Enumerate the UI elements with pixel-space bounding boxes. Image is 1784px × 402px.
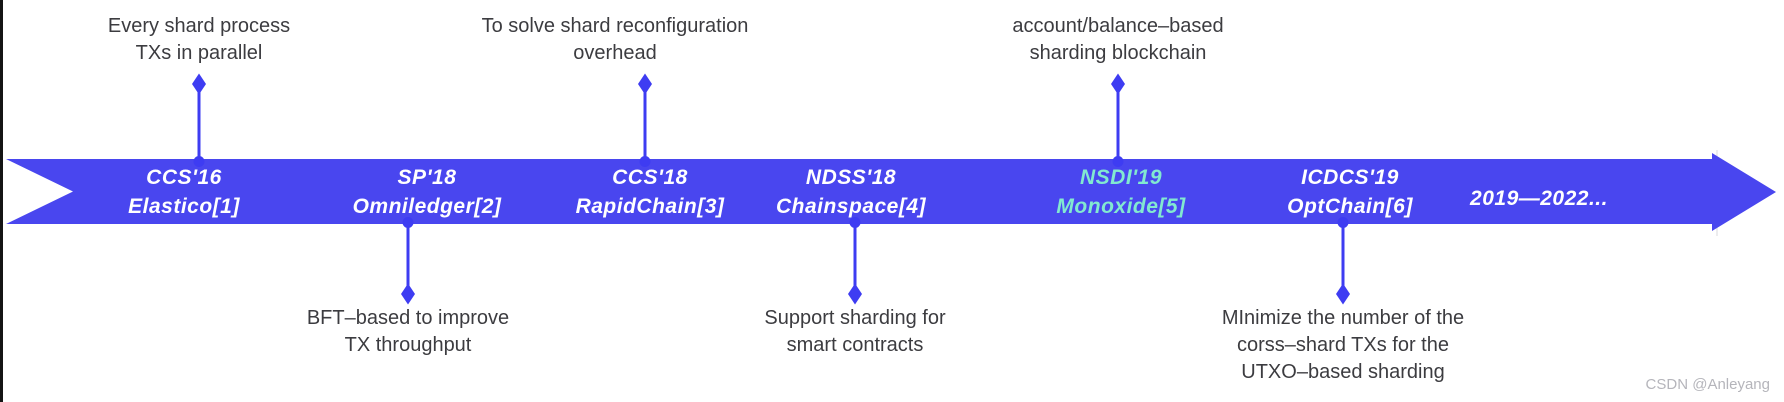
venue-label: NSDI'19 <box>1079 166 1163 189</box>
venue-label: CCS'16 <box>146 166 222 189</box>
milestone-future-range: 2019—2022... <box>1470 184 1608 213</box>
venue-label: 2019—2022... <box>1470 187 1608 210</box>
milestone-nsdi19-highlighted: NSDI'19 Monoxide[5] <box>1056 163 1185 221</box>
top-connectors <box>192 73 1125 167</box>
connector-junction-dot <box>639 156 651 167</box>
system-label: OptChain[6] <box>1287 195 1413 218</box>
connector-diamond-icon <box>1111 73 1125 95</box>
system-label: Chainspace[4] <box>775 195 927 218</box>
venue-label: ICDCS'19 <box>1301 166 1399 189</box>
annotation-line: account/balance–based <box>1012 15 1224 37</box>
system-label: Monoxide[5] <box>1056 195 1186 218</box>
annotation-every-shard: Every shard process TXs in parallel <box>108 13 290 67</box>
annotation-line: TX throughput <box>344 334 472 356</box>
annotation-line: UTXO–based sharding <box>1241 361 1445 383</box>
annotation-line: corss–shard TXs for the <box>1237 334 1449 356</box>
connector-junction-dot <box>402 217 414 228</box>
annotation-line: smart contracts <box>786 334 924 356</box>
annotation-account-based: account/balance–based sharding blockchai… <box>1012 13 1223 67</box>
connector-junction-dot <box>849 217 861 228</box>
system-label: Omniledger[2] <box>352 195 502 218</box>
milestone-icdcs19: ICDCS'19 OptChain[6] <box>1287 163 1413 221</box>
annotation-reconfiguration: To solve shard reconfiguration overhead <box>482 13 749 67</box>
venue-label: CCS'18 <box>612 166 688 189</box>
left-edge-line <box>0 0 3 402</box>
connector-junction-dot <box>1112 156 1124 167</box>
annotation-line: sharding blockchain <box>1029 42 1207 64</box>
venue-label: SP'18 <box>397 166 457 189</box>
annotation-line: MInimize the number of the <box>1221 307 1465 329</box>
connector-junction-dot <box>193 156 205 167</box>
connector-diamond-icon <box>848 283 862 305</box>
bottom-connectors <box>401 217 1350 305</box>
system-label: Elastico[1] <box>128 195 240 218</box>
milestone-ndss18: NDSS'18 Chainspace[4] <box>776 163 926 221</box>
connector-junction-dot <box>1337 217 1349 228</box>
timeline-arrow <box>6 153 1776 231</box>
system-label: RapidChain[3] <box>575 195 725 218</box>
annotation-line: To solve shard reconfiguration <box>481 15 749 37</box>
annotation-line: TXs in parallel <box>135 42 263 64</box>
milestone-ccs16: CCS'16 Elastico[1] <box>128 163 240 221</box>
annotation-smart-contracts: Support sharding for smart contracts <box>764 305 945 359</box>
milestone-ccs18: CCS'18 RapidChain[3] <box>576 163 725 221</box>
venue-label: NDSS'18 <box>805 166 897 189</box>
connector-diamond-icon <box>638 73 652 95</box>
annotation-minimize-cross-shard: MInimize the number of the corss–shard T… <box>1222 305 1464 386</box>
connector-diamond-icon <box>192 73 206 95</box>
annotation-line: Every shard process <box>107 15 291 37</box>
connector-diamond-icon <box>401 283 415 305</box>
annotation-bft-based: BFT–based to improve TX throughput <box>307 305 509 359</box>
annotation-line: Support sharding for <box>764 307 946 329</box>
milestone-sp18: SP'18 Omniledger[2] <box>353 163 502 221</box>
annotation-line: overhead <box>573 42 657 64</box>
connector-diamond-icon <box>1336 283 1350 305</box>
annotation-line: BFT–based to improve <box>306 307 510 329</box>
watermark: CSDN @Anleyang <box>1645 376 1770 393</box>
